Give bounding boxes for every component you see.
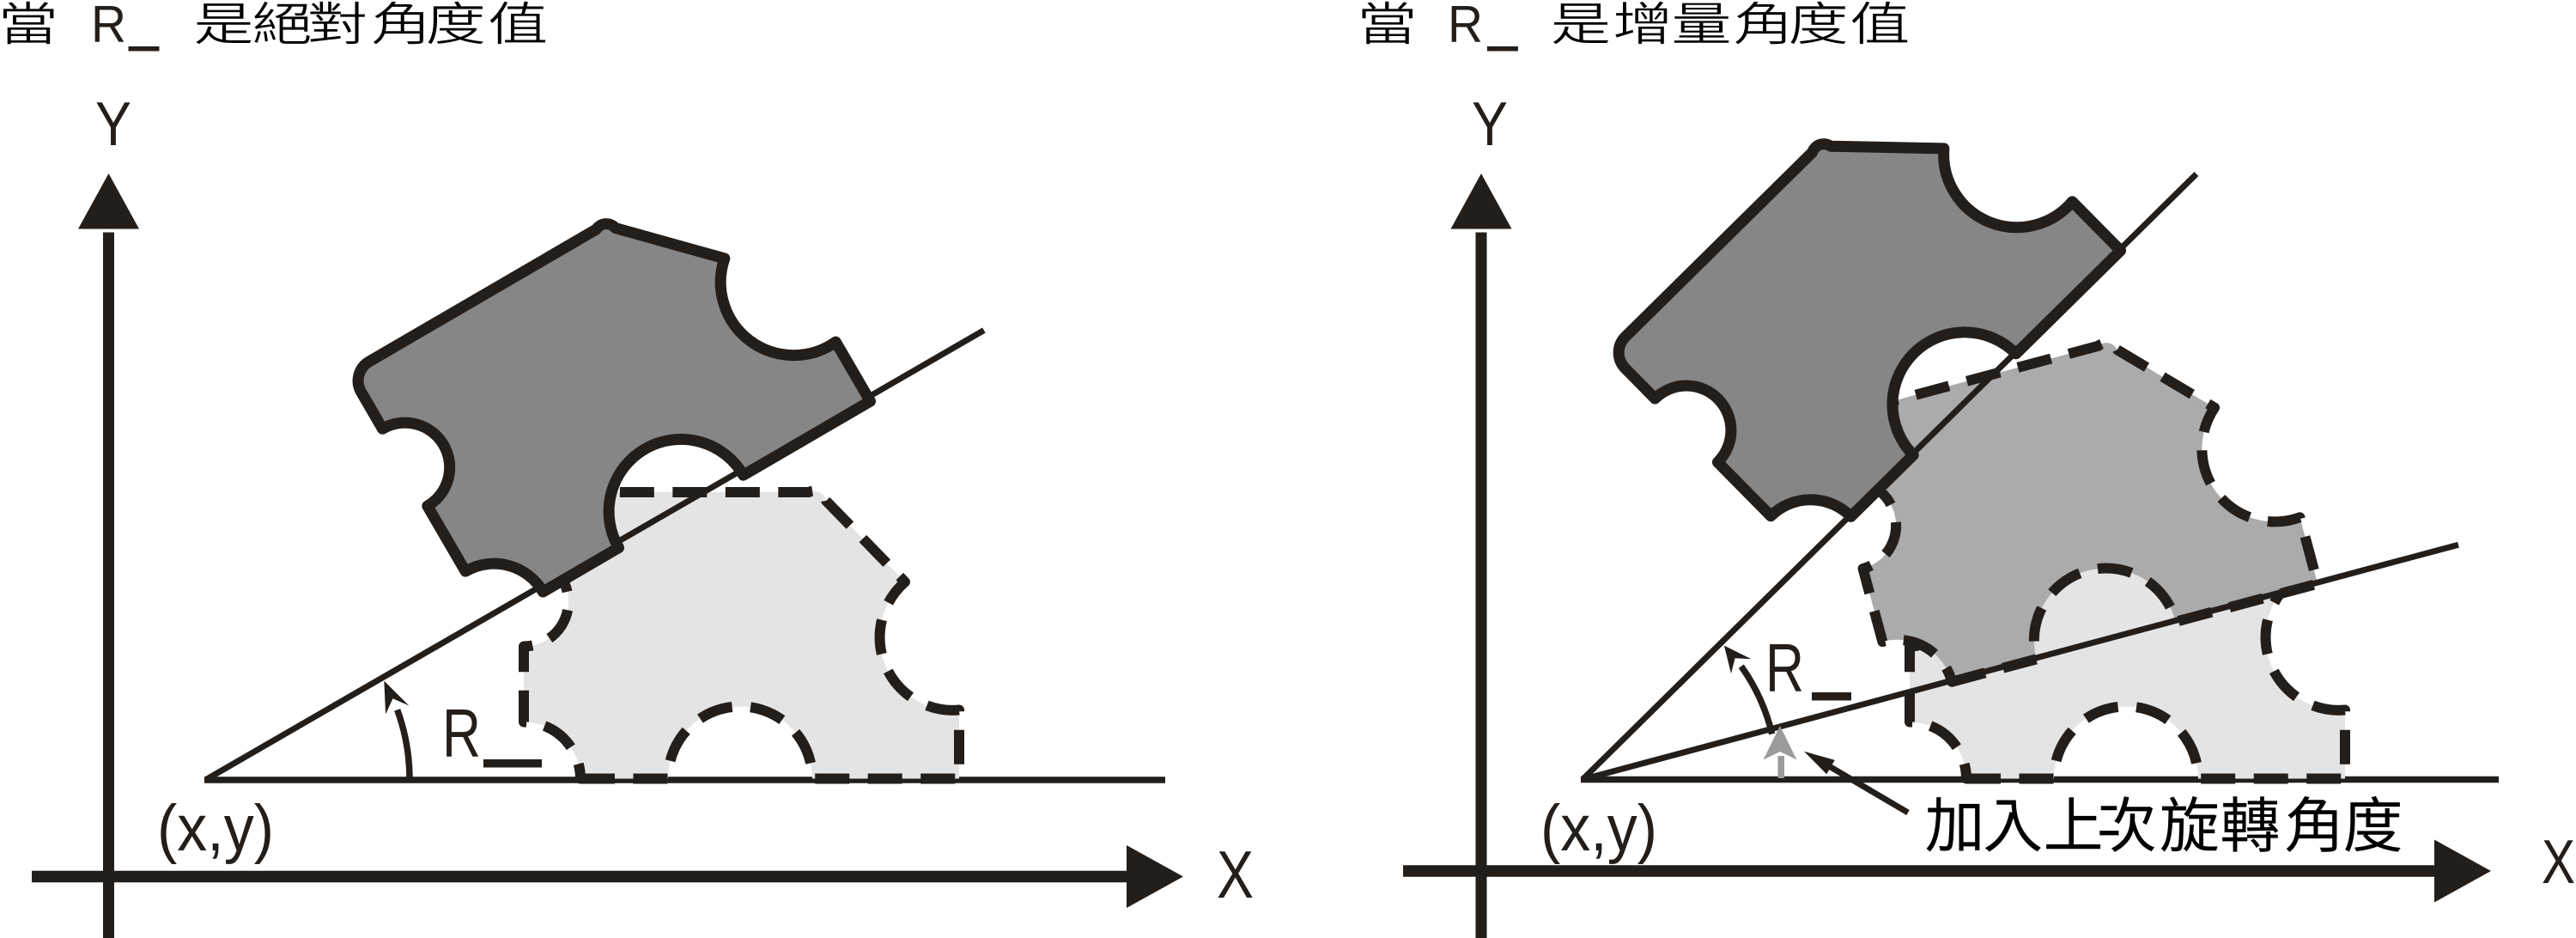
svg-text:R: R — [1765, 630, 1804, 706]
svg-text:R: R — [1448, 0, 1483, 53]
svg-text:Y: Y — [1472, 90, 1508, 159]
svg-text:R: R — [442, 695, 481, 771]
svg-text:(x,y): (x,y) — [157, 792, 274, 865]
svg-text:Y: Y — [95, 90, 131, 159]
svg-text:X: X — [1217, 837, 1254, 912]
svg-text:X: X — [2542, 828, 2575, 897]
svg-text:R: R — [91, 0, 126, 53]
svg-text:(x,y): (x,y) — [1540, 792, 1657, 865]
